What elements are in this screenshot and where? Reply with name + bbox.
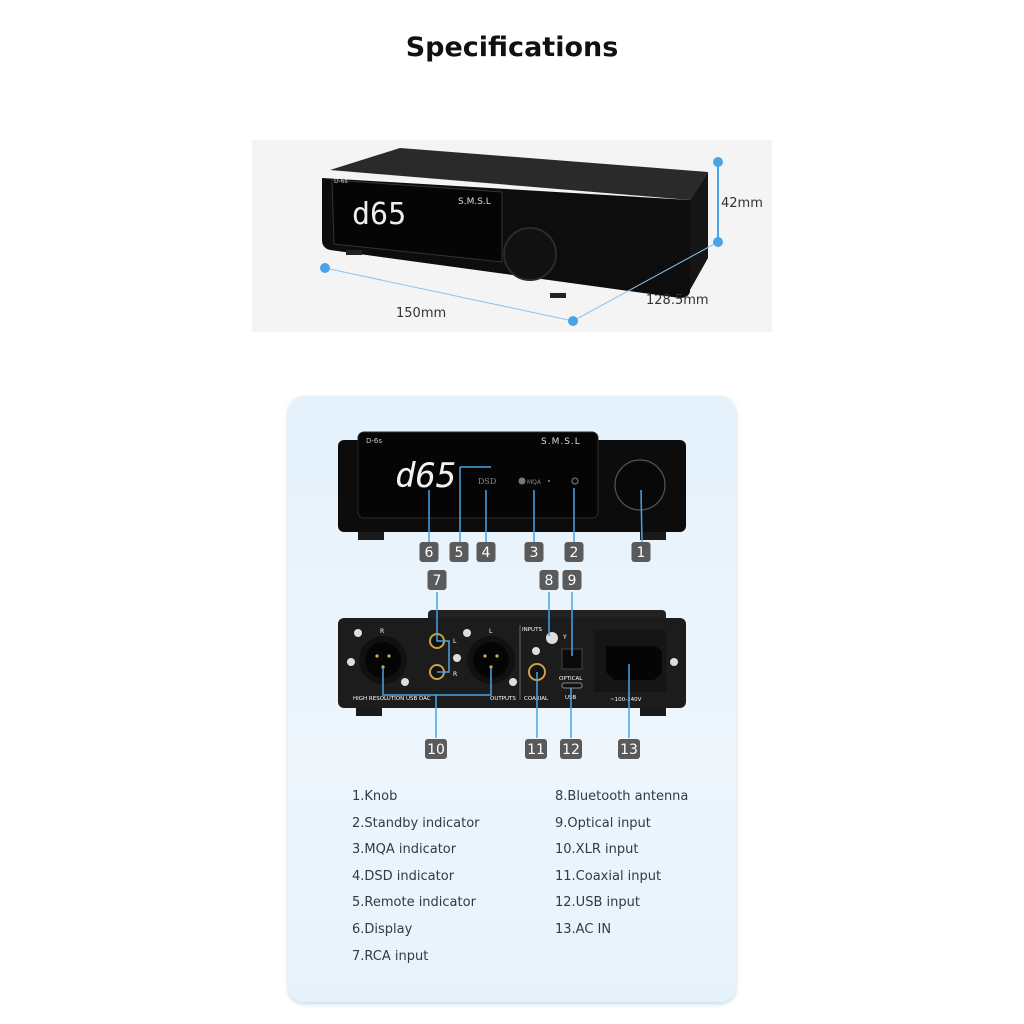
xlr-l-connector bbox=[467, 636, 515, 684]
callout-number: 11 bbox=[527, 742, 545, 758]
legend-item: 5.Remote indicator bbox=[352, 895, 476, 911]
callout-badge bbox=[564, 542, 584, 562]
callout-badge bbox=[525, 739, 547, 759]
callout-number: 10 bbox=[427, 742, 445, 758]
front-display-text: d65 bbox=[395, 456, 456, 496]
callout-badge bbox=[524, 542, 544, 562]
legend-item: 7.RCA input bbox=[352, 948, 429, 964]
callout-number: 1 bbox=[637, 545, 646, 561]
callout-badge bbox=[562, 570, 582, 590]
callout-badge bbox=[476, 542, 496, 562]
model-line-label: HIGH RESOLUTION USB DAC bbox=[353, 696, 431, 702]
callout-number: 3 bbox=[530, 545, 539, 561]
knob bbox=[503, 227, 557, 281]
ac-inlet bbox=[606, 646, 662, 680]
callout-number: 4 bbox=[482, 545, 491, 561]
display-text: d65 bbox=[352, 197, 406, 232]
front-callout-lines bbox=[428, 466, 643, 543]
device-front-view: d65 S.M.S.L D-6s DSD MQA bbox=[338, 431, 686, 540]
front-brand-logo: S.M.S.L bbox=[541, 437, 581, 447]
callout-number: 2 bbox=[570, 545, 579, 561]
front-knob bbox=[614, 459, 666, 511]
voltage-label: ~100-240V bbox=[610, 697, 642, 703]
callout-badge bbox=[631, 542, 651, 562]
height-dimension: 42mm bbox=[721, 196, 763, 211]
brand-logo: S.M.S.L bbox=[458, 197, 491, 207]
legend-item: 12.USB input bbox=[555, 895, 640, 911]
standby-icon bbox=[571, 477, 579, 485]
callout-badge bbox=[419, 542, 439, 562]
legend-item: 3.MQA indicator bbox=[352, 842, 457, 858]
rear-callout-lines bbox=[382, 592, 630, 738]
legend-item: 11.Coaxial input bbox=[555, 868, 662, 884]
dsd-indicator: DSD bbox=[478, 477, 496, 486]
legend-item: 8.Bluetooth antenna bbox=[555, 789, 689, 804]
dimension-lines bbox=[324, 162, 719, 322]
callout-number: 6 bbox=[425, 545, 434, 561]
width-dimension: 150mm bbox=[396, 306, 446, 321]
page-title: Specifications bbox=[405, 32, 619, 63]
remote-dot bbox=[548, 480, 550, 482]
legend-item: 9.Optical input bbox=[555, 815, 651, 831]
callout-number: 13 bbox=[620, 742, 638, 758]
callout-number: 8 bbox=[545, 573, 554, 589]
xlr-r-connector bbox=[359, 636, 407, 684]
legend-item: 2.Standby indicator bbox=[352, 815, 480, 831]
antenna-label: Y bbox=[562, 634, 567, 641]
legend-item: 13.AC IN bbox=[555, 921, 612, 937]
callout-number: 7 bbox=[433, 573, 442, 589]
usb-port bbox=[561, 682, 583, 689]
callout-number: 5 bbox=[455, 545, 464, 561]
outputs-label: OUTPUTS bbox=[490, 696, 516, 702]
legend-item: 4.DSD indicator bbox=[352, 868, 455, 884]
callout-badge bbox=[618, 739, 640, 759]
legend-item: 10.XLR input bbox=[555, 842, 639, 858]
callout-badge bbox=[449, 542, 469, 562]
xlr-l-label: L bbox=[489, 628, 493, 635]
rca-l-label: L bbox=[453, 638, 457, 645]
rca-r-label: R bbox=[453, 671, 457, 678]
callout-badge bbox=[560, 739, 582, 759]
depth-dimension: 128.5mm bbox=[646, 293, 709, 308]
callout-number: 9 bbox=[568, 573, 577, 589]
legend-item: 1.Knob bbox=[352, 789, 398, 804]
legend-left: 1.Knob 2.Standby indicator 3.MQA indicat… bbox=[352, 784, 480, 970]
inputs-label: INPUTS bbox=[522, 627, 542, 633]
legend-right: 8.Bluetooth antenna 9.Optical input 10.X… bbox=[555, 784, 688, 944]
model-logo: D-6s bbox=[334, 178, 348, 185]
optical-label: OPTICAL bbox=[559, 676, 583, 682]
device-3d-view: d65 S.M.S.L D-6s bbox=[322, 148, 708, 298]
front-model-logo: D-6s bbox=[366, 437, 382, 445]
callout-number: 12 bbox=[562, 742, 580, 758]
callout-badge bbox=[539, 570, 559, 590]
legend-item: 6.Display bbox=[352, 921, 413, 937]
callout-badge bbox=[425, 739, 447, 759]
xlr-r-label: R bbox=[380, 628, 384, 635]
device-rear-view: R L L R INPUTS Y OPTICAL USB COAXIAL OUT… bbox=[338, 610, 686, 716]
bluetooth-antenna bbox=[546, 632, 558, 644]
mqa-indicator: MQA bbox=[527, 479, 542, 486]
callout-badge bbox=[427, 570, 447, 590]
